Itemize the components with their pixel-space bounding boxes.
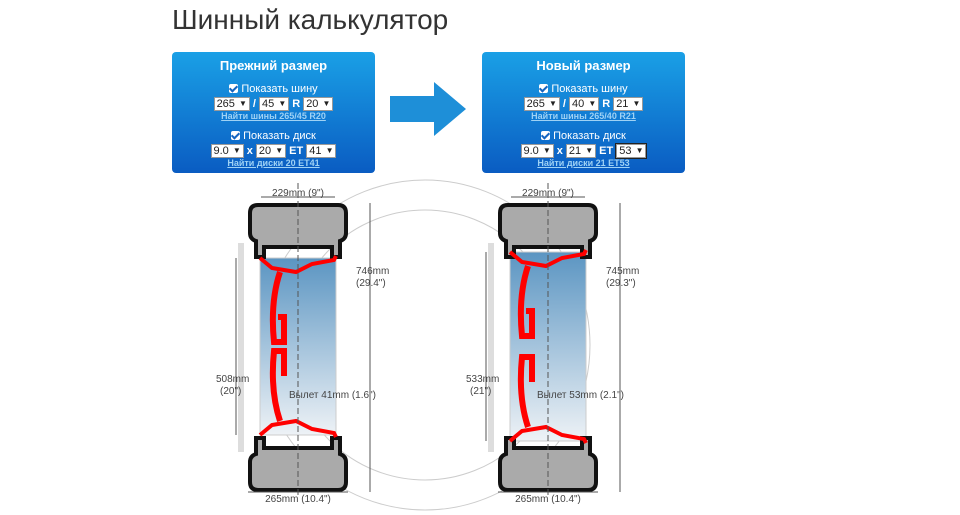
chevron-down-icon: ▼ <box>588 99 597 109</box>
spoke <box>269 271 287 422</box>
rim-profile <box>258 255 338 438</box>
offset-select[interactable]: 53▼ <box>615 143 648 160</box>
chevron-down-icon: ▼ <box>635 146 644 156</box>
chevron-down-icon: ▼ <box>585 146 594 156</box>
find-tires-link[interactable]: Найти шины 265/45 R20 <box>221 111 326 122</box>
tire-width-select[interactable]: 265▼ <box>523 97 560 112</box>
rim-width-label: 229mm (9") <box>272 188 324 199</box>
spoke <box>517 265 535 428</box>
rim-width-select[interactable]: 9.0▼ <box>210 144 244 159</box>
show-tire-label: Показать шину <box>551 83 628 95</box>
rim-profile <box>508 249 588 444</box>
offset-label: Вылет 53mm (2.1") <box>537 390 624 401</box>
rim-diameter-in: (21") <box>470 386 491 397</box>
tire-width-label: 265mm (10.4") <box>515 494 581 505</box>
show-disc-checkbox[interactable] <box>541 131 551 141</box>
tire-diameter-select[interactable]: 20▼ <box>303 97 334 112</box>
rim-diameter-mm: 533mm <box>466 374 499 385</box>
find-discs-link[interactable]: Найти диски 20 ET41 <box>227 158 320 169</box>
chevron-down-icon: ▼ <box>278 99 287 109</box>
tire-profile-select[interactable]: 45▼ <box>258 97 290 112</box>
chevron-down-icon: ▼ <box>325 146 334 156</box>
panel-heading: Прежний размер <box>219 58 328 73</box>
show-disc-label: Показать диск <box>243 130 316 143</box>
chevron-down-icon: ▼ <box>232 146 241 156</box>
rim-diameter-in: (20") <box>220 386 241 397</box>
wheel-new: 229mm (9") 745mm (29.3") 533mm (21") Выл… <box>466 183 639 505</box>
show-tire-checkbox[interactable] <box>229 84 239 93</box>
chevron-down-icon: ▼ <box>275 146 284 156</box>
chevron-down-icon: ▼ <box>542 146 551 156</box>
chevron-down-icon: ▼ <box>239 99 247 109</box>
chevron-down-icon: ▼ <box>632 99 641 109</box>
tire-profile-select[interactable]: 40▼ <box>568 97 600 112</box>
arrow-right-icon <box>390 82 466 136</box>
outer-diameter-in: (29.4") <box>356 278 386 289</box>
outer-diameter-mm: 745mm <box>606 266 639 277</box>
find-discs-link[interactable]: Найти диски 21 ET53 <box>537 158 630 169</box>
offset-label: Вылет 41mm (1.6") <box>289 390 376 401</box>
page-title: Шинный калькулятор <box>172 4 449 35</box>
tire-width-label: 265mm (10.4") <box>265 494 331 505</box>
outer-diameter-mm: 746mm <box>356 266 389 277</box>
find-tires-link[interactable]: Найти шины 265/40 R21 <box>531 111 636 122</box>
show-tire-checkbox[interactable] <box>539 84 549 93</box>
tire-width-select[interactable]: 265▼ <box>213 97 250 112</box>
chevron-down-icon: ▼ <box>549 99 557 109</box>
tire-diameter-select[interactable]: 21▼ <box>613 97 644 112</box>
rim-width-select[interactable]: 9.0▼ <box>520 144 554 159</box>
show-disc-label: Показать диск <box>553 130 626 143</box>
show-disc-checkbox[interactable] <box>231 131 241 141</box>
show-tire-label: Показать шину <box>241 83 318 95</box>
rim-diameter-select[interactable]: 21▼ <box>565 144 597 159</box>
wheel-old: 229mm (9") 746mm (29.4") 508mm (20") Выл… <box>216 183 389 505</box>
offset-select[interactable]: 41▼ <box>306 144 337 159</box>
outer-diameter-in: (29.3") <box>606 278 636 289</box>
panel-heading: Новый размер <box>536 58 631 73</box>
chevron-down-icon: ▼ <box>322 99 331 109</box>
rim-diameter-mm: 508mm <box>216 374 249 385</box>
rim-width-label: 229mm (9") <box>522 188 574 199</box>
rim-diameter-select[interactable]: 20▼ <box>255 144 287 159</box>
